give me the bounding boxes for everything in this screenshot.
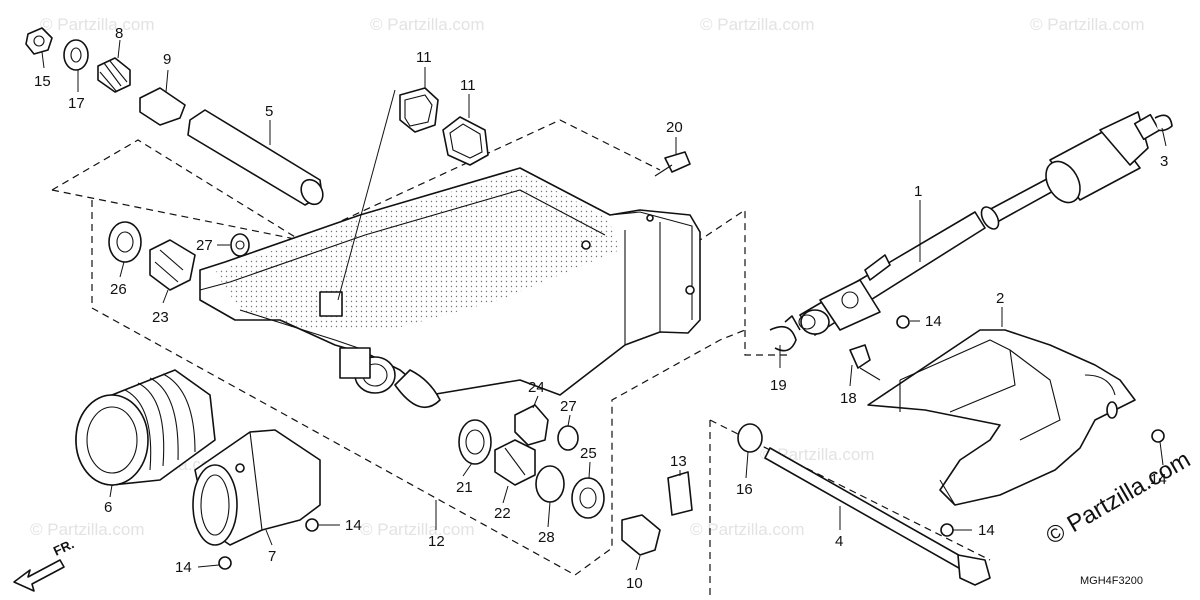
watermark: © Partzilla.com [30,520,145,539]
watermark: © Partzilla.com [690,520,805,539]
callout-14: 14 [925,313,942,330]
callout-24: 24 [528,379,545,396]
diagram-code: MGH4F3200 [1080,575,1143,587]
callout-14: 14 [175,559,192,576]
callout-20: 20 [666,119,683,136]
front-direction-label: FR. [51,536,76,558]
callout-16: 16 [736,481,753,498]
pivot-parts [25,27,691,291]
callout-1: 1 [914,183,922,200]
callout-14: 14 [345,517,362,534]
drive-shaft [769,111,1173,352]
shaft-cover [867,329,1136,506]
callout-26: 26 [110,281,127,298]
watermark: © Partzilla.com [370,15,485,34]
watermark: © Partzilla.com [40,15,155,34]
callout-14: 14 [1150,471,1167,488]
callout-6: 6 [104,499,112,516]
callout-12: 12 [428,533,445,550]
callout-14: 14 [978,522,995,539]
boot-cover [192,429,321,546]
callout-22: 22 [494,505,511,522]
watermark: © Partzilla.com [1030,15,1145,34]
watermark: © Partzilla.com [360,520,475,539]
callout-17: 17 [68,95,85,112]
callout-23: 23 [152,309,169,326]
swingarm-body [199,167,701,409]
leader-lines [41,39,1167,571]
callout-15: 15 [34,73,51,90]
callout-27: 27 [560,398,577,415]
front-direction-arrow: FR. [13,536,76,592]
callout-27: 27 [196,237,213,254]
callout-25: 25 [580,445,597,462]
callout-8: 8 [115,25,123,42]
callout-3: 3 [1160,153,1168,170]
rubber-boot [75,369,216,486]
callout-labels: 15 17 8 9 5 11 11 20 3 1 2 14 19 18 27 2… [34,25,1168,592]
callout-21: 21 [456,479,473,496]
callout-2: 2 [996,290,1004,307]
callout-5: 5 [265,103,273,120]
callout-13: 13 [670,453,687,470]
callout-11: 11 [460,77,476,94]
callout-19: 19 [770,377,787,394]
callout-9: 9 [163,51,171,68]
callout-4: 4 [835,533,843,550]
callout-7: 7 [268,548,276,565]
watermark: © Partzilla.com [700,15,815,34]
callout-11: 11 [416,49,432,66]
callout-28: 28 [538,529,555,546]
callout-18: 18 [840,390,857,407]
callout-10: 10 [626,575,643,592]
